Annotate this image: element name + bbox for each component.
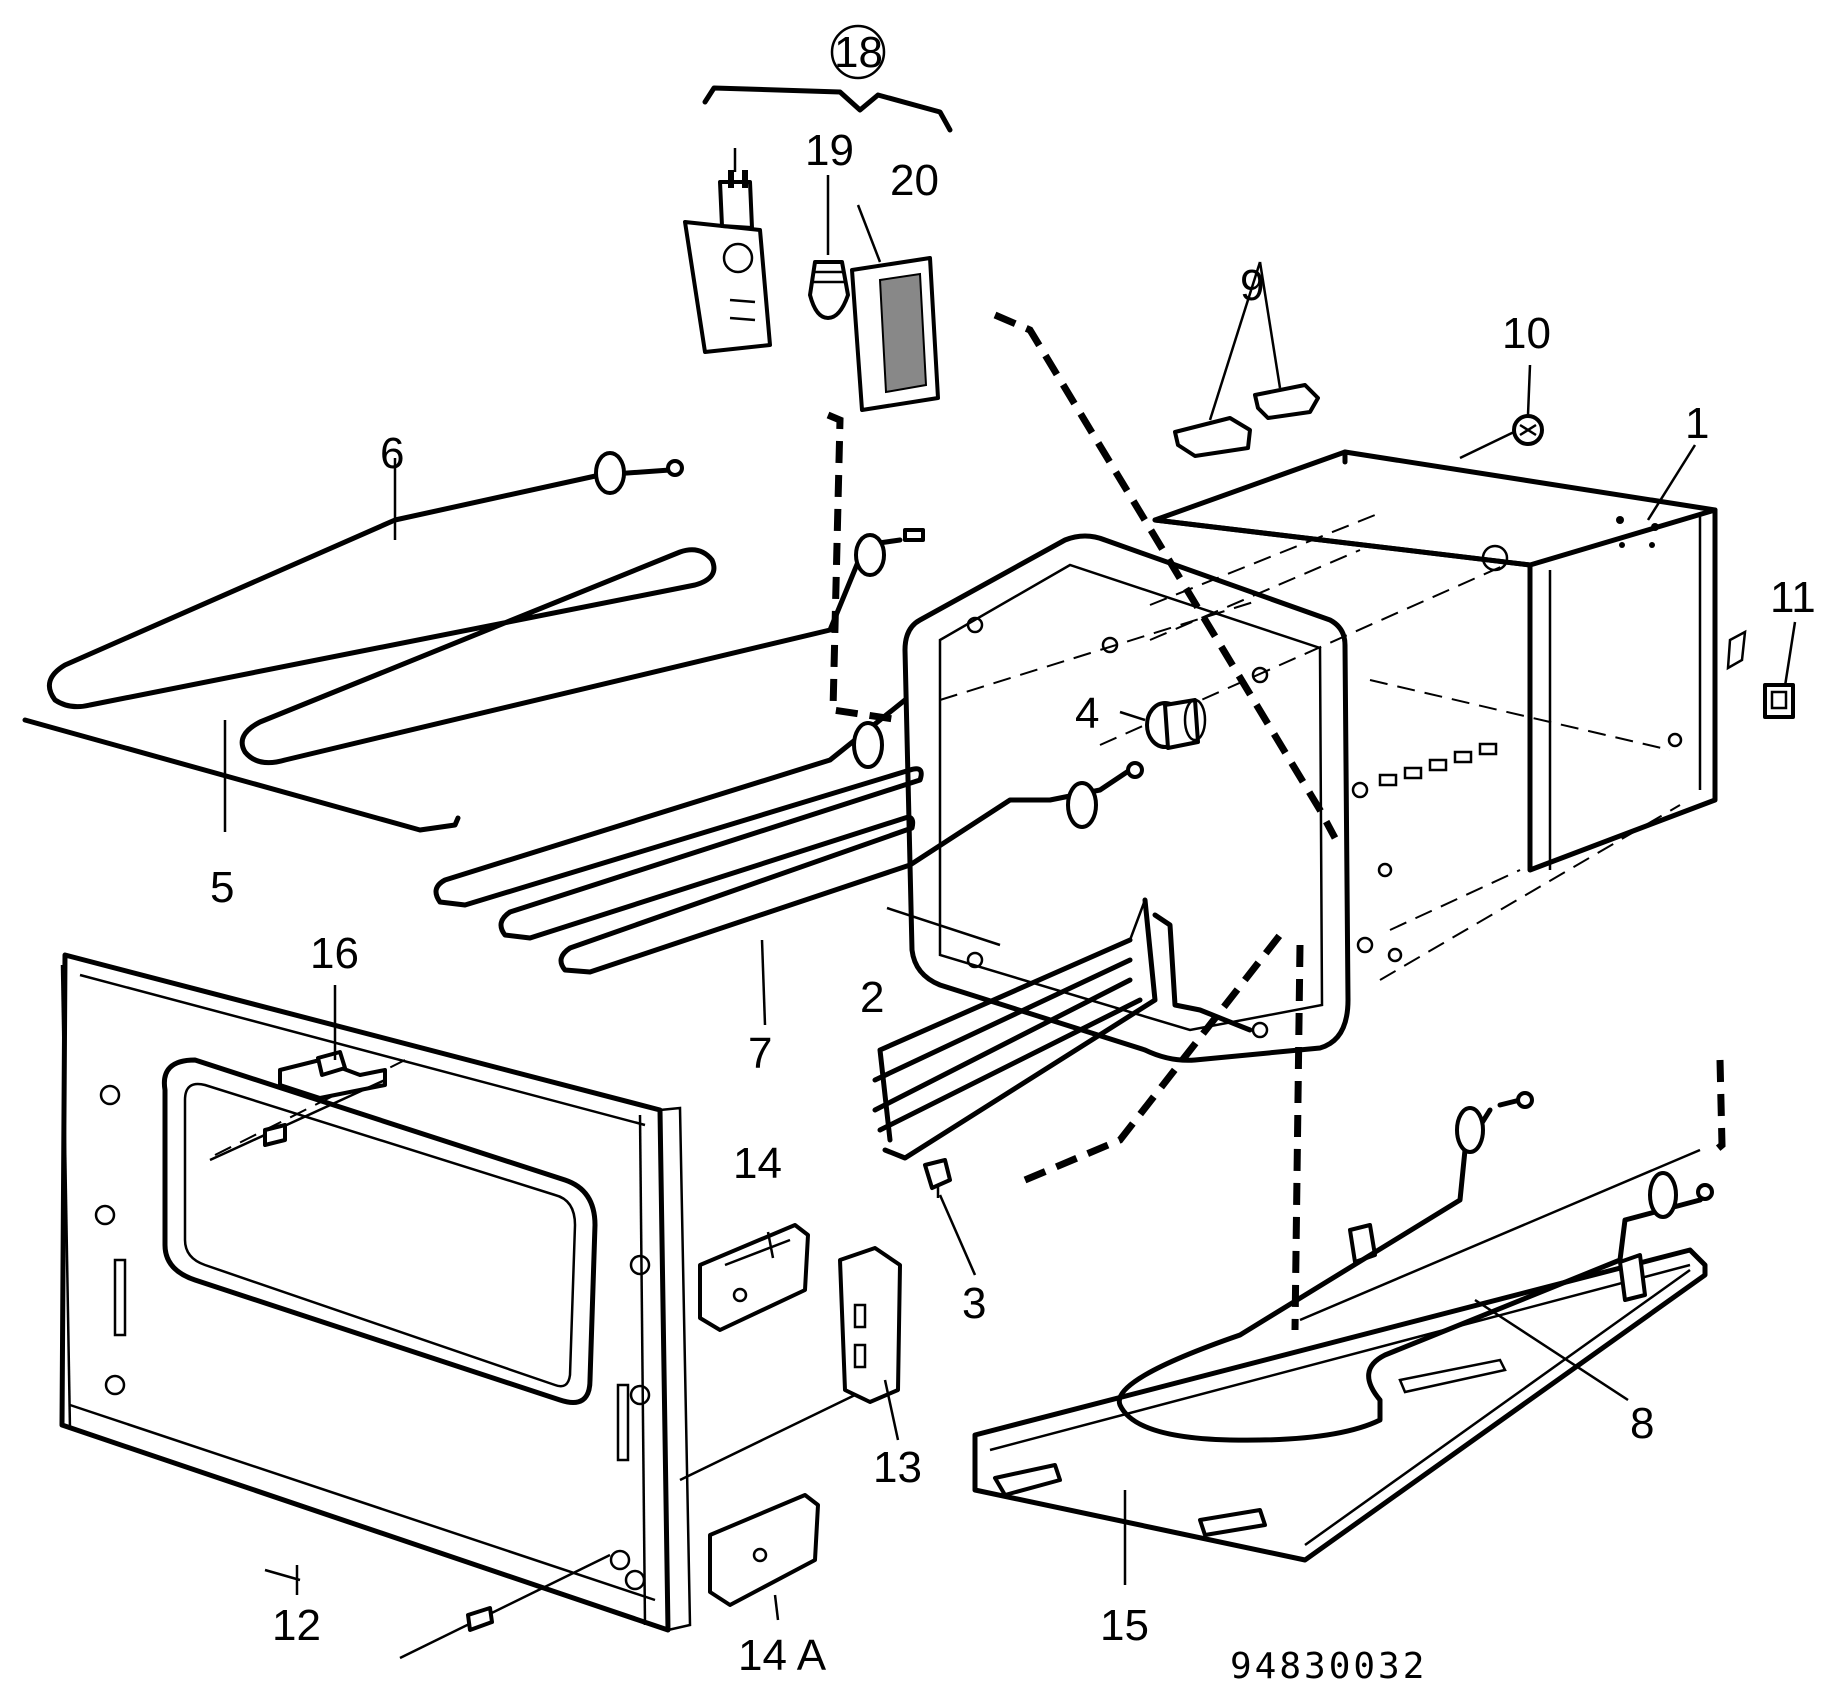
straight-element: [22, 717, 461, 833]
base-element: [1116, 1091, 1714, 1443]
label-4: 4: [1075, 689, 1099, 738]
label-9: 9: [1240, 261, 1264, 310]
label-13: 13: [873, 1443, 922, 1492]
lead-wires: [826, 311, 1726, 1331]
label-15: 15: [1100, 1601, 1149, 1650]
label-20: 20: [890, 156, 939, 205]
oven-cavity: [902, 449, 1747, 1063]
terminal-connector: [923, 1158, 952, 1198]
drawing-number: 94830032: [1230, 1646, 1427, 1687]
hinge-upper: [698, 1223, 810, 1332]
thermostat-phial: [1459, 414, 1544, 460]
cavity-vent-slots: [1378, 742, 1498, 787]
lamp-bulb: [808, 175, 850, 320]
label-7: 7: [748, 1029, 772, 1078]
label-12: 12: [272, 1601, 321, 1650]
oven-element: [433, 697, 1144, 975]
label-14: 14: [733, 1139, 782, 1188]
door-catch: [278, 1050, 387, 1100]
label-18: 18: [834, 28, 883, 77]
label-14a: 14 A: [738, 1631, 827, 1680]
rear-element: [872, 897, 1253, 1161]
label-10: 10: [1502, 309, 1551, 358]
kit-bracket-18: [702, 24, 953, 133]
light-socket: [1145, 698, 1207, 750]
callout-circle-18: [830, 24, 886, 80]
label-3: 3: [962, 1279, 986, 1328]
door-frame: [59, 952, 692, 1633]
label-19: 19: [805, 126, 854, 175]
cavity-bracket: [1763, 683, 1795, 719]
hinge-bracket: [838, 1246, 902, 1404]
label-1: 1: [1685, 399, 1709, 448]
lamp-lens: [850, 204, 940, 412]
leader-lines: [223, 261, 1797, 1621]
label-8: 8: [1630, 1399, 1654, 1448]
hinge-lower: [708, 1493, 820, 1607]
grill-element: [46, 451, 925, 766]
lamp-holder: [683, 148, 772, 354]
label-2: 2: [860, 973, 884, 1022]
label-6: 6: [380, 429, 404, 478]
screws: [209, 1078, 856, 1660]
callout-labels: 1 2 3 4 5 6 7 8 9 10 11 12 13 14 14 A 15…: [210, 28, 1816, 1687]
label-11: 11: [1770, 573, 1816, 622]
clips: [1173, 383, 1320, 458]
label-5: 5: [210, 863, 234, 912]
label-16: 16: [310, 929, 359, 978]
